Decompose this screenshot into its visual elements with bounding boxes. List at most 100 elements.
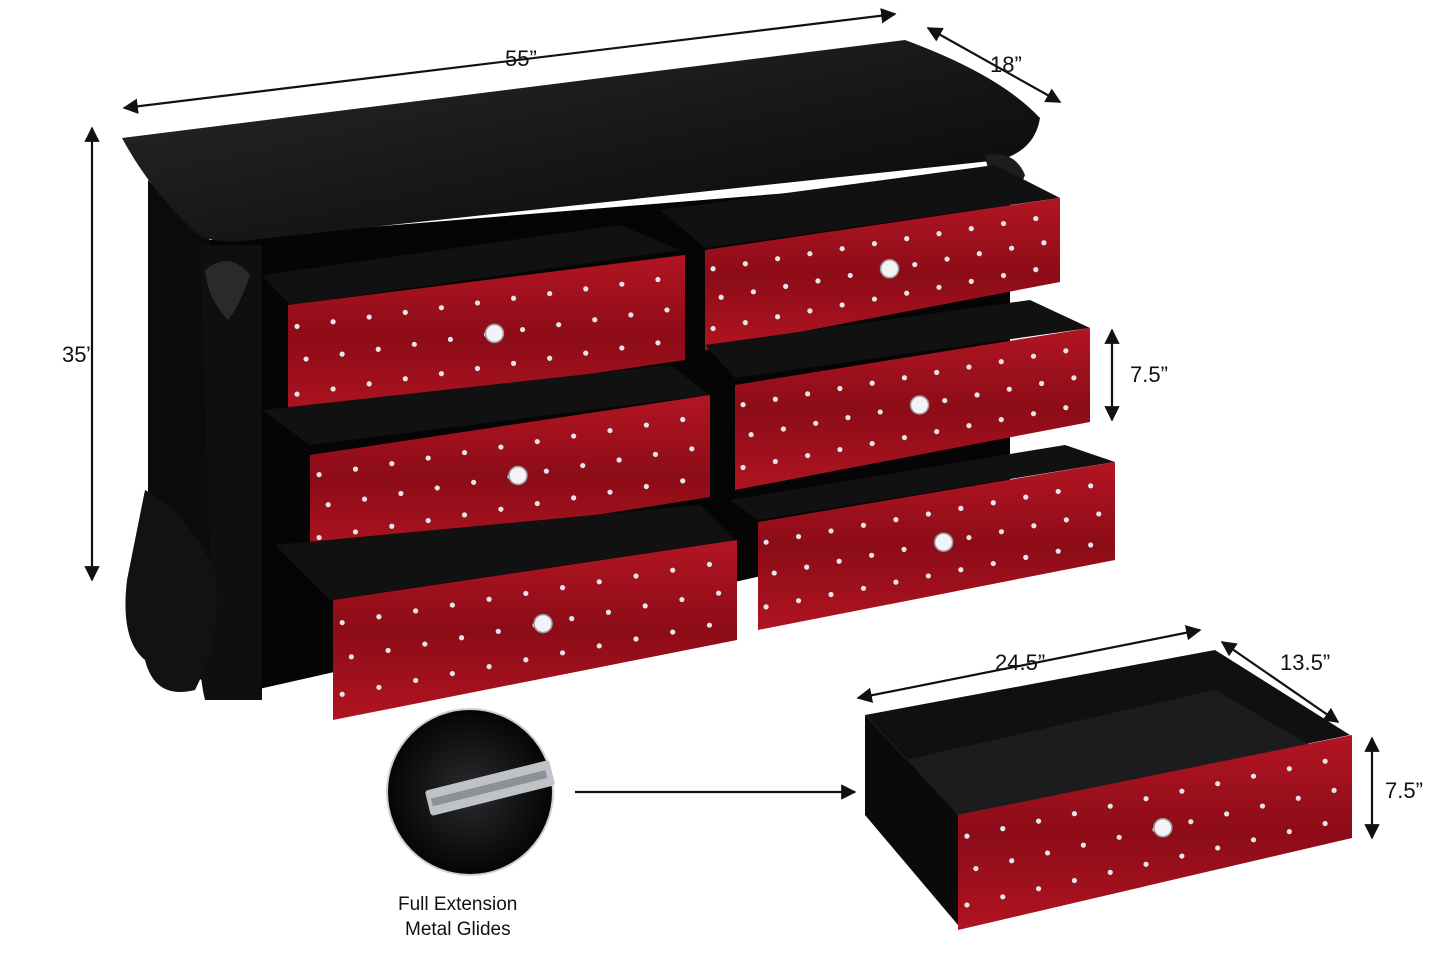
crystal-button: [571, 495, 577, 501]
crystal-button: [498, 444, 504, 450]
crystal-button: [742, 320, 748, 326]
crystal-button: [775, 256, 781, 262]
crystal-button: [901, 375, 908, 381]
crystal-button: [1179, 853, 1185, 859]
single-drawer-crystals: [964, 758, 1337, 908]
crystal-button: [680, 478, 686, 484]
crystal-button: [998, 529, 1005, 535]
crystal-button: [1009, 858, 1015, 864]
crystal-button: [1033, 267, 1039, 273]
crystal-button: [1107, 803, 1113, 809]
crystal-button: [510, 295, 517, 301]
crystal-button: [1080, 842, 1086, 848]
crystal-button: [559, 650, 566, 656]
crystal-button: [805, 452, 811, 459]
crystal-button: [807, 308, 813, 314]
crystal-button: [413, 608, 419, 614]
crystal-button: [316, 472, 322, 478]
crystal-button: [847, 272, 853, 279]
metal-glide-inner: [430, 770, 548, 807]
drawer-knob[interactable]: [933, 532, 954, 552]
crystal-button: [1031, 523, 1037, 529]
crystal-button: [689, 446, 695, 452]
crystal-button: [619, 345, 625, 351]
drawer-knob[interactable]: [484, 323, 505, 344]
crystal-button: [869, 380, 875, 386]
glides-inset: Full Extension Metal Glides: [386, 708, 857, 940]
crystal-button: [670, 567, 676, 573]
crystal-button: [670, 629, 676, 635]
drawer-knob[interactable]: [909, 395, 930, 415]
crystal-button: [772, 396, 778, 402]
crystal-button: [339, 691, 345, 697]
single-drawer-dimensions: 24.5” 13.5” 7.5”: [856, 625, 1423, 840]
crystal-button: [1071, 811, 1078, 817]
crystal-button: [330, 319, 336, 325]
crystal-button: [836, 558, 842, 564]
crystal-button: [1116, 834, 1122, 840]
crystal-button: [495, 628, 501, 634]
crystal-button: [804, 564, 810, 570]
crystal-button: [1023, 554, 1029, 561]
crystal-button: [389, 523, 395, 529]
crystal-button: [1055, 548, 1061, 554]
crystal-button: [807, 251, 813, 257]
crystal-button: [366, 314, 372, 320]
crystal-button: [966, 534, 972, 541]
crystal-button: [716, 590, 722, 596]
crystal-button: [839, 302, 845, 308]
drawer-front: [333, 540, 737, 720]
crystal-button: [376, 684, 382, 690]
crystal-button: [1096, 511, 1102, 517]
crystal-button: [1188, 819, 1194, 825]
crystal-button: [839, 246, 845, 252]
crystal-button: [805, 391, 811, 397]
crystal-button: [942, 397, 948, 404]
crystal-button: [771, 570, 777, 576]
crystal-button: [1000, 220, 1007, 227]
crystal-button: [1143, 796, 1149, 802]
crystal-button: [1250, 773, 1257, 779]
drawer-knob[interactable]: [879, 259, 900, 279]
crystal-button: [710, 266, 716, 272]
crystal-button: [748, 432, 754, 438]
crystal-button: [877, 409, 883, 415]
crystal-button: [438, 371, 444, 377]
drawer-knob[interactable]: [533, 613, 553, 634]
crystal-button: [474, 365, 481, 372]
crystal-button: [655, 340, 661, 346]
crystal-button: [486, 664, 492, 670]
crystal-button: [944, 256, 950, 262]
crystal-button: [934, 429, 940, 435]
crystal-button: [471, 479, 477, 485]
crystal-button: [1063, 517, 1069, 523]
crystal-button: [868, 552, 875, 558]
crystal-button: [534, 500, 540, 507]
crystal-button: [583, 286, 589, 292]
crystal-button: [425, 517, 431, 524]
crystal-button: [1295, 795, 1301, 801]
crystal-button: [633, 636, 639, 642]
crystal-button: [706, 561, 713, 567]
dim-width: 55”: [505, 46, 537, 71]
crystal-button: [385, 647, 391, 654]
crystal-button: [339, 619, 345, 626]
crystal-button: [1030, 353, 1037, 359]
crystal-button: [402, 309, 408, 315]
crystal-button: [547, 355, 553, 361]
drawer-left-3[interactable]: [275, 505, 737, 720]
drawer-knob[interactable]: [508, 465, 528, 486]
crystal-button: [1322, 820, 1328, 827]
drawer-knob[interactable]: [1153, 818, 1173, 838]
crystal-button: [616, 457, 622, 463]
crystal-button: [1044, 850, 1051, 856]
crystal-button: [1286, 829, 1292, 835]
dim-depth: 18”: [990, 52, 1022, 77]
crystal-button: [958, 567, 964, 573]
crystal-button: [652, 451, 659, 457]
crystal-button: [556, 322, 562, 328]
crystal-button: [795, 533, 802, 540]
crystal-button: [763, 539, 769, 545]
crystal-button: [775, 314, 781, 320]
crystal-button: [1088, 483, 1094, 489]
